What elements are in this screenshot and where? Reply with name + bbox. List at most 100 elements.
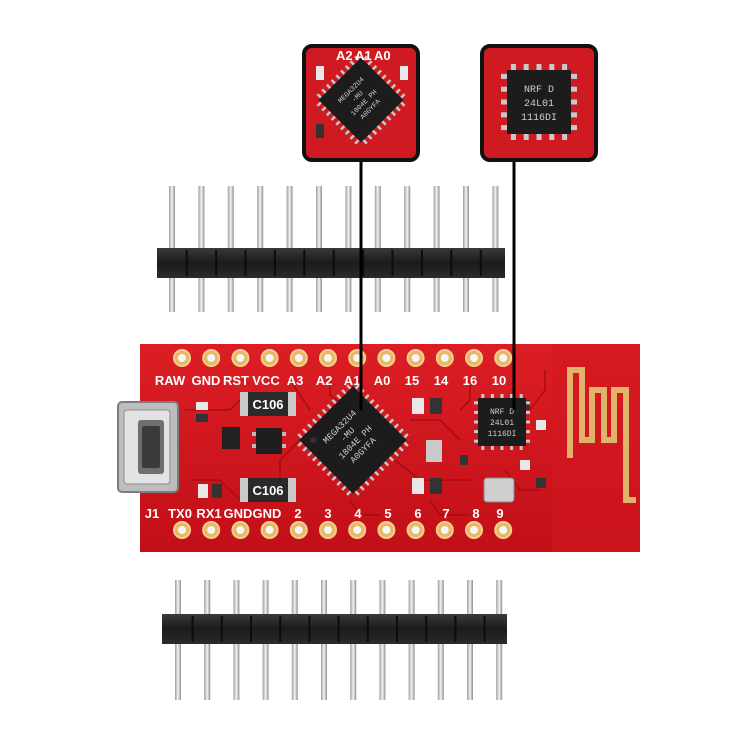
chip-leg	[510, 446, 514, 450]
pin-hole	[470, 526, 478, 534]
chip-leg	[307, 423, 313, 429]
top-pin-label: A1	[344, 373, 361, 388]
capacitor-2: C106	[240, 478, 296, 502]
callout-lines	[359, 160, 516, 410]
chip-leg	[526, 439, 530, 443]
header-plastic-strip	[157, 248, 505, 278]
chip-leg	[571, 112, 577, 118]
radio-marking-line: 1116DI	[488, 430, 517, 439]
chip-leg	[474, 401, 478, 405]
pin-hole	[470, 354, 478, 362]
chip-leg	[297, 441, 303, 447]
chip-leg	[331, 475, 337, 482]
radio-marking-line: 24L01	[490, 419, 514, 428]
chip-leg	[383, 461, 390, 467]
pin-hole	[382, 526, 391, 534]
chip-leg	[374, 403, 380, 410]
pin-hole	[265, 526, 274, 534]
chip-leg	[388, 456, 395, 462]
chip-leg	[562, 134, 568, 140]
micro-usb-connector	[117, 401, 179, 493]
chip-leg	[359, 485, 365, 491]
radio-marking-line: NRF D	[490, 408, 514, 417]
chip-leg	[336, 480, 342, 486]
chip-leg	[364, 480, 370, 486]
chip-leg	[344, 64, 351, 71]
top-pin-label: GND	[192, 373, 221, 388]
chip-leg	[374, 470, 380, 477]
chip-leg	[346, 384, 352, 390]
chip-leg	[501, 86, 507, 92]
chip-leg	[302, 428, 308, 434]
chip-leg	[501, 99, 507, 105]
chip-leg	[501, 125, 507, 131]
chip-leg	[481, 394, 485, 398]
pin-hole	[236, 354, 245, 362]
top-pin-header	[157, 186, 505, 312]
chip-leg	[349, 60, 355, 66]
zoom-inset-mcu: MEGA32U4 -MU 1804E PH A0GYFA A2 A1 A0	[302, 44, 420, 162]
top-pin-label: 16	[463, 373, 477, 388]
chip-leg	[311, 456, 318, 462]
chip-leg	[302, 446, 308, 452]
pin-hole	[178, 354, 186, 362]
chip-leg	[371, 64, 378, 71]
pin-hole	[382, 354, 391, 362]
pin-hole	[440, 354, 449, 362]
chip-leg	[400, 93, 406, 99]
pin-hole	[499, 526, 508, 534]
bottom-pin-label: 4	[354, 506, 362, 521]
chip-leg	[321, 106, 327, 112]
chip-leg	[403, 433, 409, 439]
chip-leg	[325, 110, 332, 117]
chip-leg	[400, 101, 406, 107]
chip-leg	[474, 430, 478, 434]
pin-hole	[236, 526, 245, 534]
chip-leg	[523, 134, 529, 140]
top-pin-label: A2	[316, 373, 333, 388]
chip-leg	[376, 125, 382, 131]
chip-leg	[403, 441, 409, 447]
chip-leg	[383, 413, 390, 419]
chip-leg	[341, 389, 347, 395]
bottom-pin-label: 7	[442, 506, 449, 521]
pin-hole	[499, 354, 508, 362]
chip-leg	[346, 490, 352, 496]
zoom-radio-marking-line: 1116DI	[521, 113, 557, 124]
chip-leg	[549, 134, 555, 140]
bottom-pin-label: 9	[496, 506, 503, 521]
pin-hole	[178, 526, 186, 534]
capacitor-1: C106	[240, 392, 296, 416]
chip-leg	[335, 74, 341, 80]
top-pin-label: A3	[287, 373, 304, 388]
bottom-pin-label: RX1	[196, 506, 221, 521]
chip-leg	[354, 139, 360, 145]
chip-leg	[510, 134, 516, 140]
chip-leg	[490, 446, 494, 450]
header-plastic-strip	[162, 614, 507, 644]
chip-leg	[362, 139, 368, 145]
chip-leg	[307, 451, 313, 457]
bottom-pin-label: J1	[145, 506, 159, 521]
chip-leg	[510, 394, 514, 398]
pin-hole	[353, 526, 362, 534]
chip-leg	[364, 394, 370, 400]
chip-leg	[297, 433, 303, 439]
chip-leg	[326, 403, 332, 410]
chip-leg	[519, 446, 523, 450]
top-pin-label: 10	[492, 373, 506, 388]
chip-leg	[341, 485, 347, 491]
top-pin-label: 15	[405, 373, 419, 388]
chip-leg	[481, 446, 485, 450]
chip-leg	[536, 64, 542, 70]
chip-leg	[336, 394, 342, 400]
top-pin-label: RAW	[155, 373, 186, 388]
chip-leg	[367, 60, 373, 66]
chip-leg	[354, 490, 360, 496]
chip-leg	[381, 120, 387, 126]
smd-components	[196, 398, 546, 503]
chip-leg	[386, 79, 392, 85]
top-pin-label: RST	[223, 373, 249, 388]
chip-leg	[321, 408, 328, 415]
